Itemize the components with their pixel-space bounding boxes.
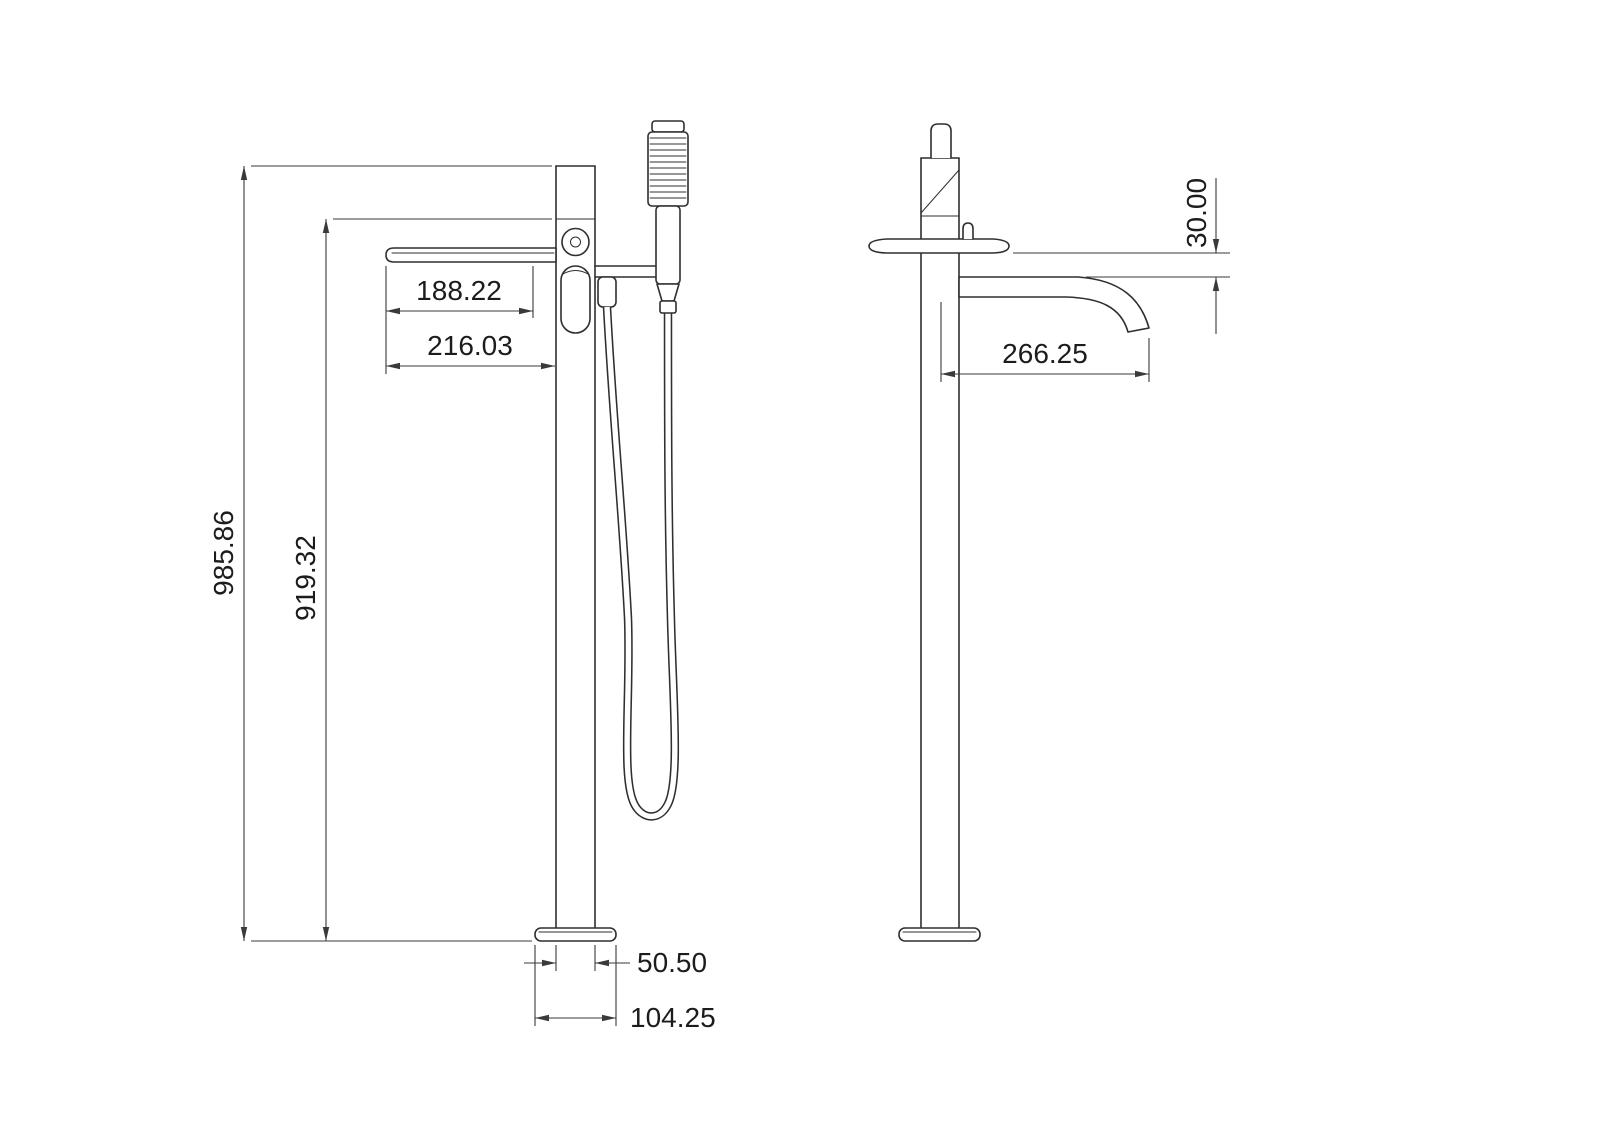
side-diverter-knob <box>962 222 974 240</box>
handshower-cap <box>651 120 685 133</box>
hand-shower-hose-core <box>604 306 678 820</box>
handshower-handle <box>655 205 681 285</box>
front-view <box>385 120 689 942</box>
side-base-plate <box>898 927 981 942</box>
dim-label-spout-inner: 188.22 <box>416 275 502 306</box>
front-spout-blade <box>385 247 557 263</box>
dim-label-spout-outer: 216.03 <box>427 330 513 361</box>
front-base-plate <box>534 927 617 942</box>
side-dimensions: 266.25 30.00 <box>940 178 1230 382</box>
front-knob-inner <box>570 236 581 248</box>
dim-label-drop: 30.00 <box>1181 178 1212 248</box>
handshower-head <box>647 131 689 207</box>
hand-shower-hose-outline <box>602 306 680 821</box>
handshower-grip-hatching <box>649 137 687 199</box>
handshower-cone <box>656 283 680 302</box>
side-spout <box>958 276 1150 333</box>
dim-label-column-width: 50.50 <box>637 947 707 978</box>
side-view <box>868 123 1150 942</box>
front-lever-handle <box>560 265 591 334</box>
side-spout-plate <box>868 238 1010 254</box>
dim-label-base-width: 104.25 <box>630 1002 716 1033</box>
front-lever-top-arc <box>562 270 589 275</box>
dim-label-spout-height: 919.32 <box>290 535 321 621</box>
hand-shower <box>647 120 689 314</box>
dim-label-spout-reach: 266.25 <box>1002 338 1088 369</box>
front-dimensions: 985.86 919.32 188.22 216.03 50.50 104.25 <box>208 165 716 1033</box>
front-hose-elbow <box>597 276 617 308</box>
handshower-hose-nut <box>659 300 677 314</box>
side-top-lever <box>930 123 952 159</box>
dim-label-overall-height: 985.86 <box>208 510 239 596</box>
side-lever-diagonal-line <box>920 169 960 214</box>
